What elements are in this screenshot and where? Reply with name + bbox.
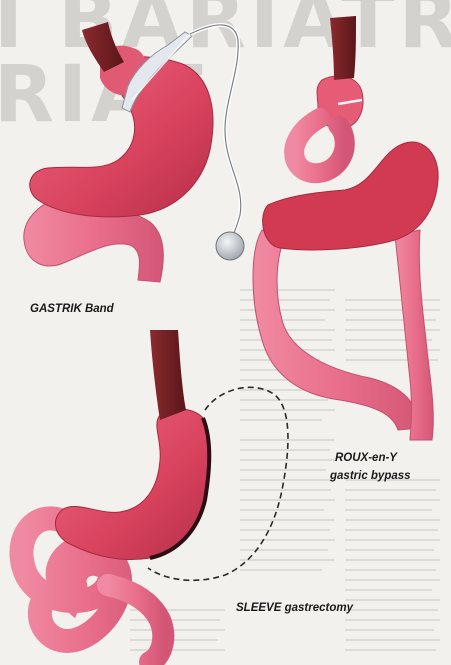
- access-port: [216, 232, 244, 260]
- label-sleeve-rest: gastrectomy: [281, 602, 353, 614]
- gastric-band-illustration: [24, 22, 244, 282]
- sleeve-esophagus: [150, 330, 186, 420]
- label-gastric-band-caps: GASTRIK: [30, 303, 82, 315]
- label-roux-en-y-line2: gastric bypass: [330, 469, 411, 484]
- roux-esophagus: [330, 16, 356, 80]
- roux-en-y-illustration: [253, 16, 438, 440]
- label-gastric-band: GASTRIK Band: [30, 302, 114, 317]
- label-sleeve-caps: SLEEVE: [236, 602, 281, 614]
- label-roux-en-y-line1: ROUX-en-Y: [335, 451, 397, 466]
- label-sleeve: SLEEVE gastrectomy: [236, 601, 353, 616]
- roux-anastomosis-loop: [294, 118, 345, 173]
- roux-intestine: [253, 230, 420, 430]
- label-gastric-band-rest: Band: [82, 303, 114, 315]
